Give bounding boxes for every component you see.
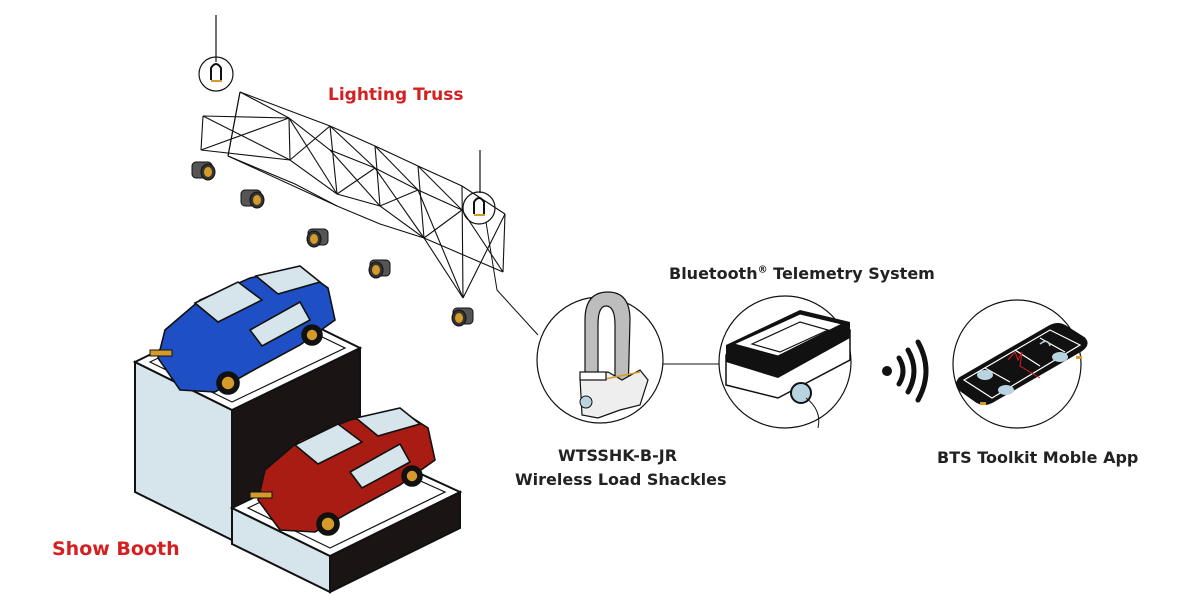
telemetry-title-rest: Telemetry System (767, 264, 935, 283)
shackle-label: WTSSHK-B-JR Wireless Load Shackles (515, 444, 727, 492)
red-car (249, 407, 436, 536)
lighting-truss-illustration (200, 91, 506, 299)
shackle-model-label: WTSSHK-B-JR (557, 446, 678, 465)
blue-car (149, 265, 336, 395)
spotlight (191, 161, 216, 181)
telemetry-device-detail (718, 295, 852, 429)
spotlight (451, 307, 474, 327)
registered-mark: ® (757, 264, 768, 276)
show-booth-label: Show Booth (52, 538, 180, 560)
spotlight (240, 189, 265, 209)
connection-cable (485, 221, 539, 336)
wireless-signal-icon (882, 339, 929, 403)
shackle-name-label: Wireless Load Shackles (515, 470, 727, 489)
lighting-truss-label: Lighting Truss (328, 85, 464, 105)
shackle-detail (536, 291, 664, 424)
mobile-app-detail (952, 299, 1088, 429)
telemetry-system-label: Bluetooth® Telemetry System (669, 264, 935, 283)
hoist-left (198, 15, 234, 92)
spotlight (368, 259, 391, 279)
spotlights (191, 161, 474, 327)
spotlight (306, 228, 329, 248)
mobile-app-label: BTS Toolkit Moble App (937, 448, 1139, 467)
hoist-right (462, 150, 496, 225)
telemetry-title-main: Bluetooth (669, 264, 758, 283)
